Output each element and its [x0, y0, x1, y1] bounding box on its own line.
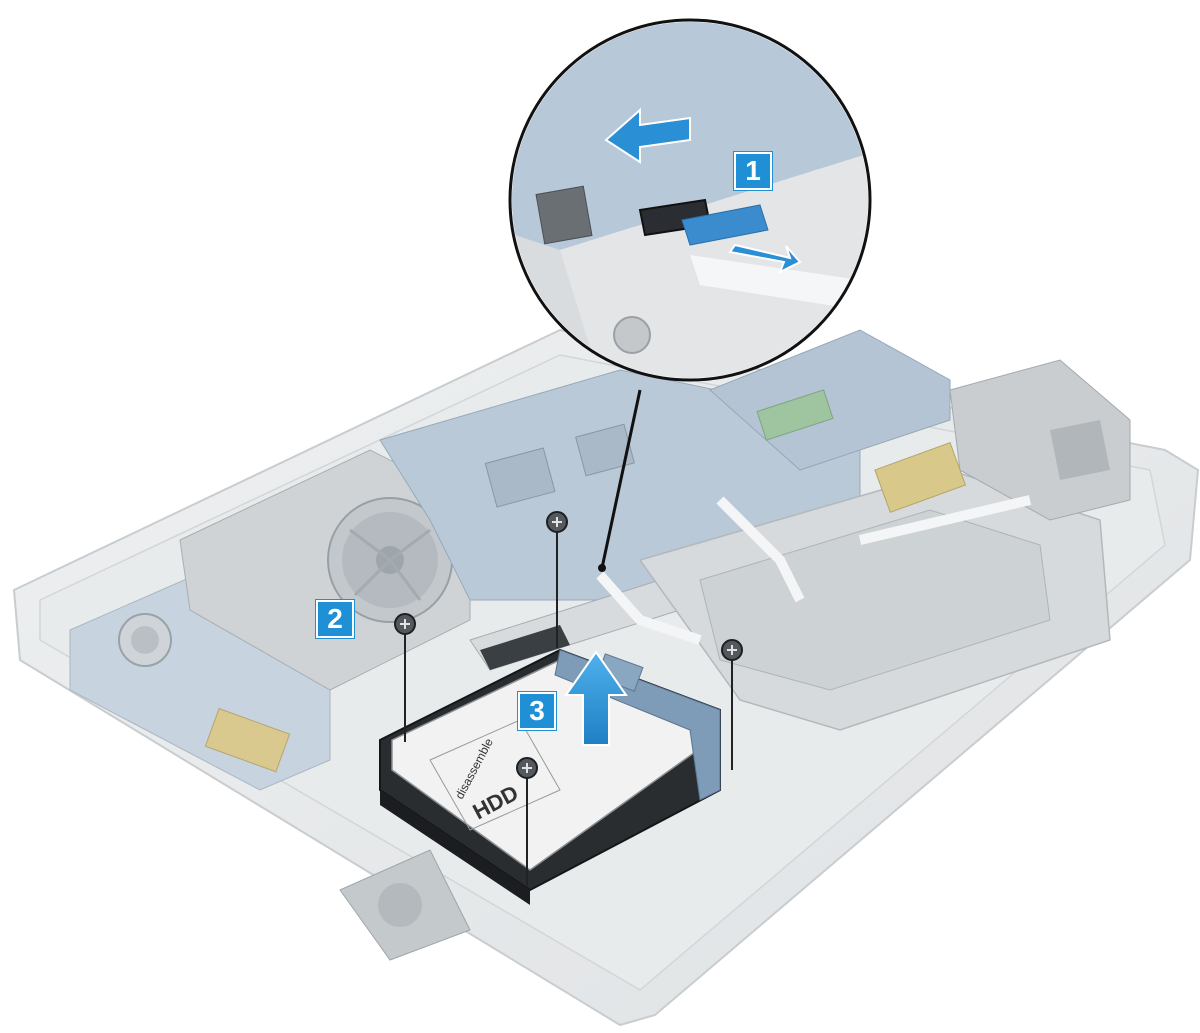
step-2-callout: 2	[316, 600, 354, 638]
hard-drive: HDD disassemble	[379, 648, 721, 905]
zoom-leader	[598, 389, 642, 572]
step-3-callout: 3	[518, 692, 556, 730]
left-speaker	[339, 849, 471, 961]
screw-2	[546, 511, 568, 648]
screws	[394, 511, 743, 886]
screw-4	[516, 757, 538, 886]
right-speaker	[949, 359, 1131, 521]
zoom-detail	[508, 18, 872, 382]
lift-latch-arrow	[604, 107, 691, 164]
lift-arrow	[564, 650, 628, 746]
flat-cables	[596, 495, 1032, 645]
screw-3	[721, 639, 743, 770]
pull-cable-arrow	[728, 243, 802, 275]
step-1-callout: 1	[734, 152, 772, 190]
screw-1	[394, 613, 416, 742]
